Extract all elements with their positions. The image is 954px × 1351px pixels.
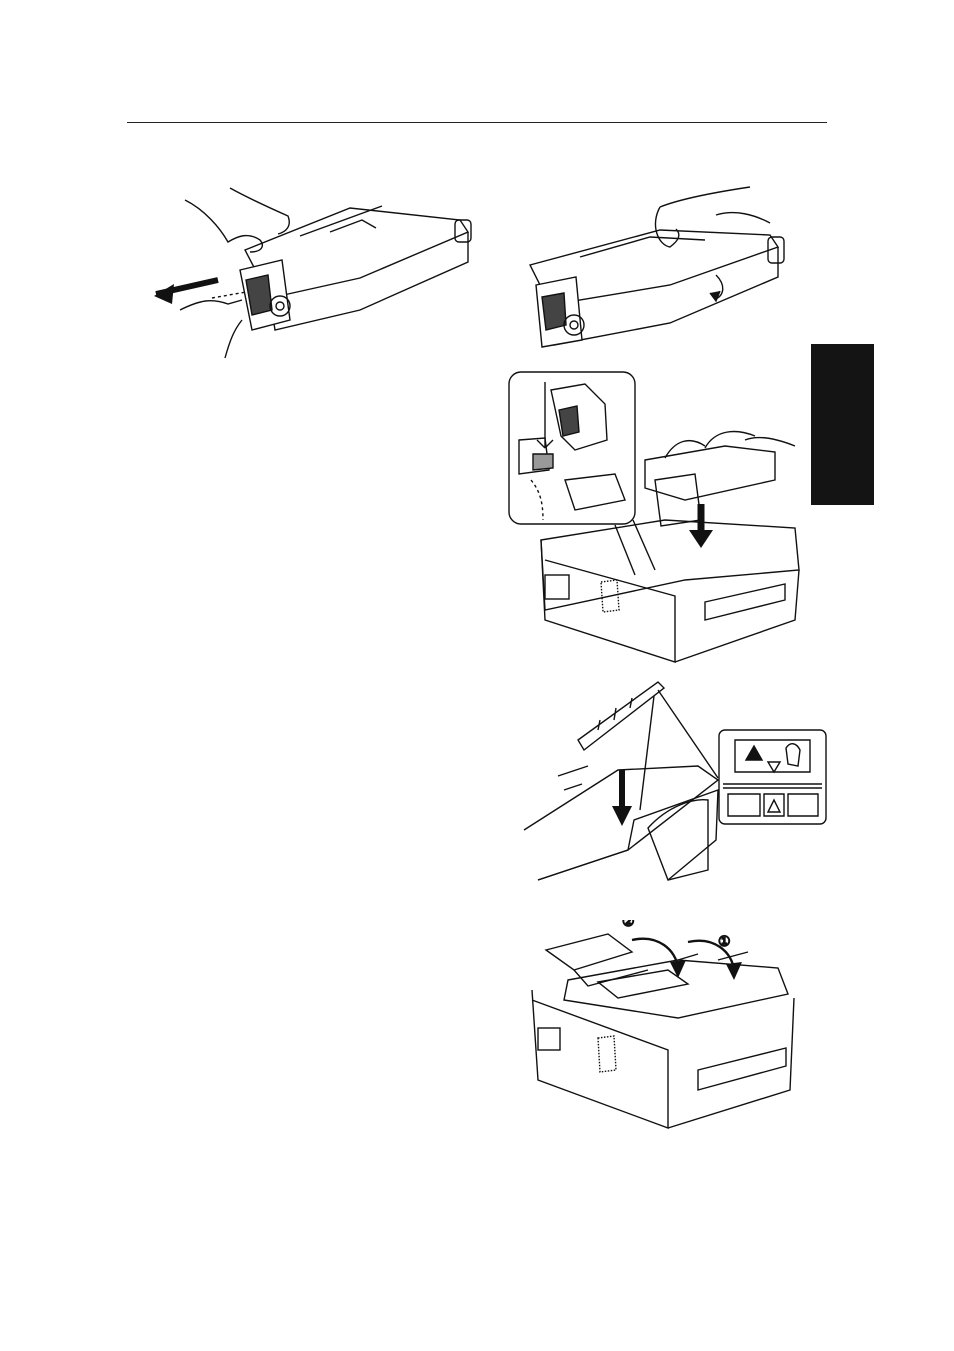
toner-cartridge-pull-tab-icon: [150, 180, 490, 370]
toner-cartridge-rotate-icon: [520, 185, 790, 360]
printer-close-covers-icon: ② ①: [528, 920, 808, 1130]
figure-rotate-cartridge: [520, 185, 790, 360]
header-rule: [127, 122, 827, 123]
figure-install-guide: [518, 680, 830, 890]
callout-1: ①: [718, 934, 731, 950]
figure-insert-cartridge: [505, 370, 805, 665]
section-tab: [811, 344, 874, 505]
figure-close-covers: ② ①: [528, 920, 808, 1130]
guide-with-warning-label-icon: [518, 680, 830, 890]
figure-remove-seal: [150, 180, 490, 370]
callout-2: ②: [622, 920, 635, 930]
printer-insert-cartridge-icon: [505, 370, 805, 665]
